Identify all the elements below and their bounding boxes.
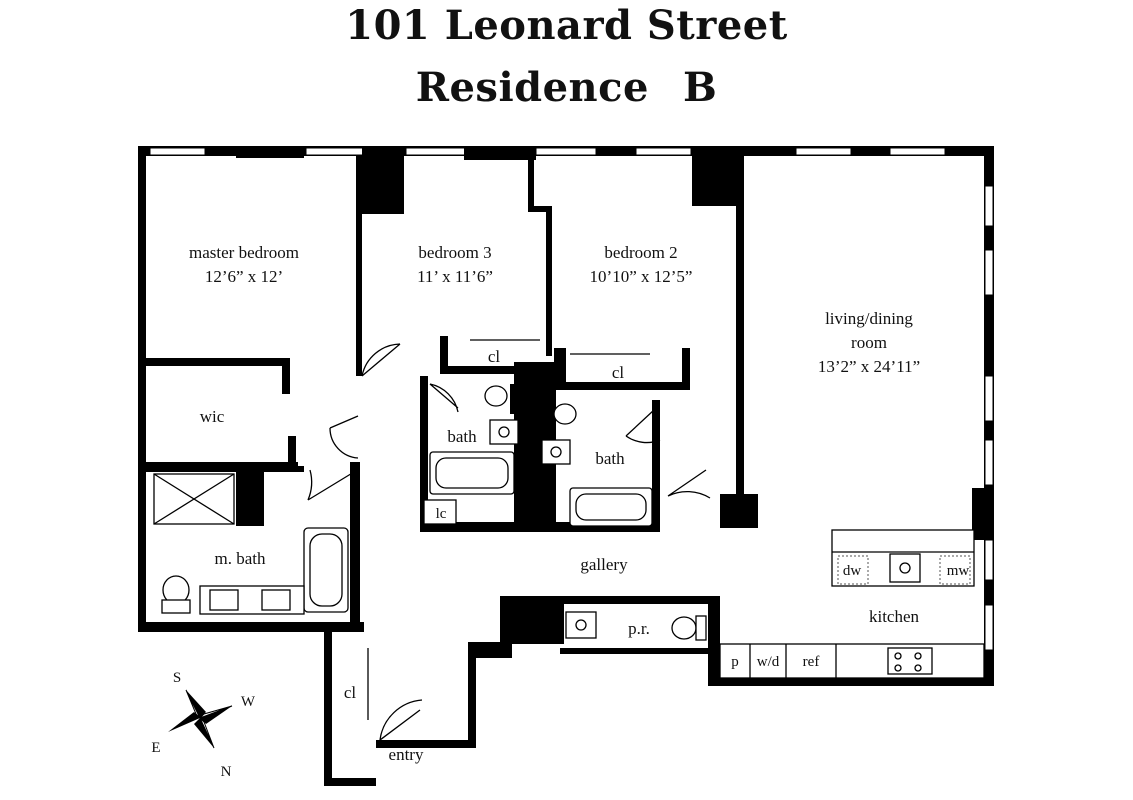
entry-label: entry [389, 745, 424, 764]
bedroom2-name: bedroom 2 [604, 243, 677, 262]
master-bath-label: m. bath [215, 549, 266, 568]
residence-letter: B [682, 64, 718, 111]
gallery-label: gallery [580, 555, 628, 574]
master-bedroom-size: 12’6” x 12’ [205, 267, 283, 286]
kitchen-label: kitchen [869, 607, 920, 626]
powder-room-label: p.r. [628, 619, 650, 638]
bath2-label: bath [595, 449, 625, 468]
microwave-label: mw [947, 563, 970, 579]
appliance-labels: dw mw p w/d ref [731, 563, 969, 670]
closet1-label: cl [488, 347, 501, 366]
building-name: 101 Leonard Street [345, 2, 788, 49]
closet3-label: cl [344, 683, 357, 702]
fixtures [153, 385, 985, 679]
wic-label: wic [200, 407, 225, 426]
compass-rose-icon: S W E N [151, 670, 256, 780]
master-bedroom-name: master bedroom [189, 243, 299, 262]
living-name-line1: living/dining [825, 309, 913, 328]
living-size: 13’2” x 24’11” [818, 357, 920, 376]
closet2-label: cl [612, 363, 625, 382]
washer-dryer-label: w/d [757, 654, 780, 670]
structural-columns [236, 146, 986, 540]
residence-name: Residence B [0, 64, 1133, 111]
bath1-label: bath [447, 427, 477, 446]
refrigerator-label: ref [803, 654, 820, 670]
compass-w: W [241, 694, 256, 710]
dishwasher-label: dw [843, 563, 862, 579]
room-labels: master bedroom 12’6” x 12’ bedroom 3 11’… [189, 243, 920, 764]
interior-walls [138, 156, 744, 632]
compass-e: E [151, 740, 160, 756]
bedroom3-size: 11’ x 11’6” [417, 267, 493, 286]
living-name-line2: room [851, 333, 887, 352]
bedroom3-name: bedroom 3 [418, 243, 491, 262]
linen-closet-label: lc [436, 506, 447, 522]
door-swings [307, 339, 711, 741]
compass-s: S [173, 670, 181, 686]
residence-label: Residence [415, 64, 649, 111]
bedroom2-size: 10’10” x 12’5” [590, 267, 693, 286]
pantry-label: p [731, 654, 739, 670]
compass-n: N [221, 764, 232, 780]
